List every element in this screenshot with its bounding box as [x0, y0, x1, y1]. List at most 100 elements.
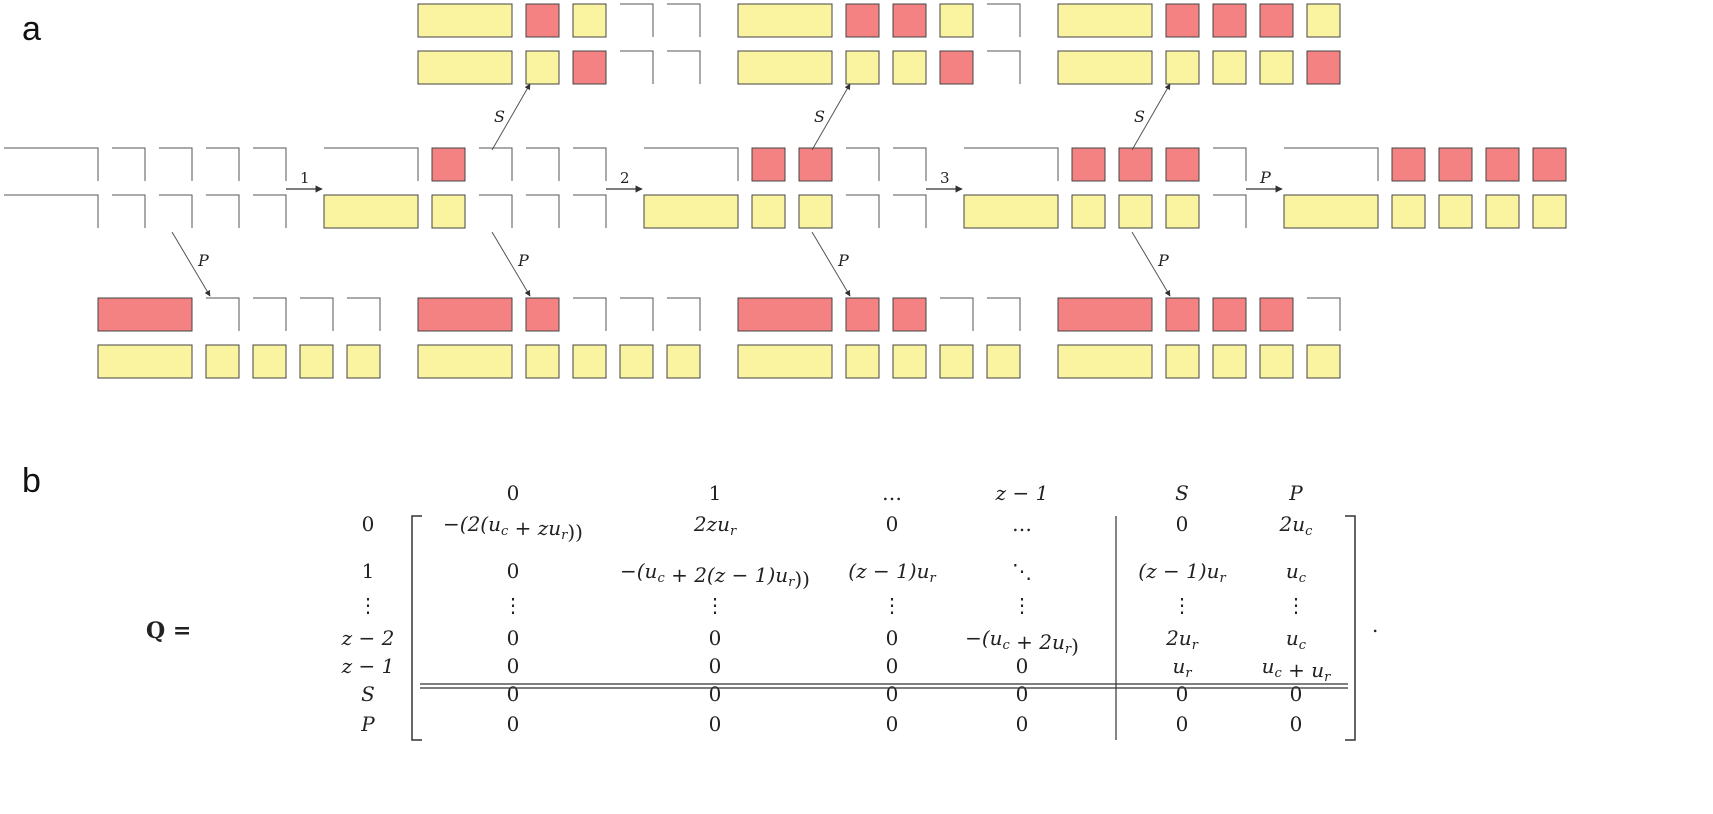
matrix-cell-3-0: 0: [507, 626, 520, 650]
queue-slot-top-3: [299, 297, 334, 332]
matrix-cell-4-2: 0: [886, 654, 899, 678]
queue-slot-top-0: [963, 147, 1059, 182]
matrix-cell-2-2: ⋮: [882, 593, 902, 617]
queue-slot-bottom-0: [963, 194, 1059, 229]
p-arrow-0: [171, 231, 211, 297]
queue-slot-bottom-1: [1391, 194, 1426, 229]
s-arrow-label-1: S: [814, 107, 825, 126]
queue-slot-top-2: [252, 297, 287, 332]
queue-slot-bottom-3: [299, 344, 334, 379]
queue-slot-bottom-2: [1118, 194, 1153, 229]
p-arrow-3: [1131, 231, 1171, 297]
matrix-cell-3-1: 0: [709, 626, 722, 650]
queue-slot-top-0: [737, 297, 833, 332]
queue-slot-top-4: [1306, 3, 1341, 38]
state-p-1: [417, 297, 701, 379]
queue-slot-top-3: [1485, 147, 1520, 182]
queue-slot-top-4: [666, 3, 701, 38]
queue-slot-top-3: [619, 297, 654, 332]
queue-slot-top-4: [252, 147, 287, 182]
queue-slot-bottom-4: [666, 50, 701, 85]
queue-slot-top-4: [666, 297, 701, 332]
step-label-1: 2: [620, 169, 630, 187]
s-arrow-1: [811, 83, 851, 151]
queue-slot-top-0: [3, 147, 99, 182]
queue-slot-bottom-1: [205, 344, 240, 379]
matrix-row-headers: 01⋮z − 2z − 1SP: [341, 512, 395, 736]
matrix-cell-5-1: 0: [709, 682, 722, 706]
matrix-cell-4-3: 0: [1016, 654, 1029, 678]
queue-slot-top-2: [892, 297, 927, 332]
matrix-cell-5-5: 0: [1290, 682, 1303, 706]
queue-slot-top-1: [205, 297, 240, 332]
queue-slot-top-4: [986, 3, 1021, 38]
queue-slot-top-0: [417, 3, 513, 38]
panel-label-a: a: [22, 10, 41, 48]
queue-slot-bottom-2: [478, 194, 513, 229]
queue-slot-bottom-2: [1212, 344, 1247, 379]
matrix-cell-0-0: −(2(uc + zur)): [443, 512, 583, 544]
queue-slot-top-1: [111, 147, 146, 182]
queue-slot-bottom-4: [666, 344, 701, 379]
matrix-cell-5-3: 0: [1016, 682, 1029, 706]
queue-slot-top-4: [572, 147, 607, 182]
queue-slot-bottom-4: [346, 344, 381, 379]
queue-slot-bottom-4: [1532, 194, 1567, 229]
state-middle-0: [3, 147, 287, 229]
queue-slot-top-0: [323, 147, 419, 182]
queue-slot-top-2: [798, 147, 833, 182]
queue-slot-bottom-4: [1306, 50, 1341, 85]
s-arrow-label-2: S: [1134, 107, 1145, 126]
matrix-cell-6-3: 0: [1016, 712, 1029, 736]
queue-slot-bottom-2: [892, 344, 927, 379]
matrix-cell-6-5: 0: [1290, 712, 1303, 736]
queue-slot-top-1: [525, 3, 560, 38]
panel-label-b: b: [22, 462, 41, 500]
queue-slot-bottom-0: [737, 50, 833, 85]
queue-slot-top-2: [892, 3, 927, 38]
state-middle-4: [1283, 147, 1567, 229]
col-header-4: S: [1175, 481, 1189, 505]
queue-slot-bottom-2: [572, 344, 607, 379]
step-label-0: 1: [300, 169, 310, 187]
matrix-cell-0-3: …: [1012, 512, 1032, 536]
row-header-0: 0: [362, 512, 375, 536]
queue-slot-bottom-0: [417, 50, 513, 85]
queue-slot-top-3: [845, 147, 880, 182]
queue-slot-bottom-2: [892, 50, 927, 85]
queue-slot-bottom-0: [323, 194, 419, 229]
matrix-cell-4-5: uc + ur: [1262, 654, 1332, 685]
queue-slot-bottom-3: [939, 344, 974, 379]
queue-slot-bottom-0: [1057, 50, 1153, 85]
queue-slot-bottom-1: [431, 194, 466, 229]
matrix-cell-1-2: (z − 1)ur: [848, 559, 936, 586]
queue-slot-bottom-0: [97, 344, 193, 379]
queue-slot-bottom-1: [111, 194, 146, 229]
queue-slot-bottom-1: [1165, 50, 1200, 85]
queue-slot-bottom-0: [417, 344, 513, 379]
queue-slot-bottom-0: [1283, 194, 1379, 229]
matrix-cell-1-0: 0: [507, 559, 520, 583]
queue-slot-bottom-1: [751, 194, 786, 229]
col-header-1: 1: [709, 481, 722, 505]
queue-slot-top-4: [892, 147, 927, 182]
row-header-1: 1: [362, 559, 375, 583]
queue-slot-top-3: [525, 147, 560, 182]
s-arrow-2: [1131, 83, 1171, 151]
queue-slot-bottom-2: [1212, 50, 1247, 85]
queue-slot-top-3: [939, 297, 974, 332]
queue-slot-bottom-3: [1259, 344, 1294, 379]
queue-slot-bottom-4: [572, 194, 607, 229]
queue-slot-bottom-3: [619, 344, 654, 379]
queue-slot-bottom-2: [252, 344, 287, 379]
matrix-cell-5-2: 0: [886, 682, 899, 706]
queue-slot-top-0: [643, 147, 739, 182]
matrix-cell-3-5: uc: [1286, 626, 1307, 653]
queue-slot-bottom-2: [158, 194, 193, 229]
col-header-3: z − 1: [995, 481, 1049, 505]
col-header-2: …: [882, 481, 902, 505]
queue-slot-bottom-0: [737, 344, 833, 379]
matrix-trailing-dot: .: [1372, 613, 1378, 637]
queue-slot-top-1: [431, 147, 466, 182]
